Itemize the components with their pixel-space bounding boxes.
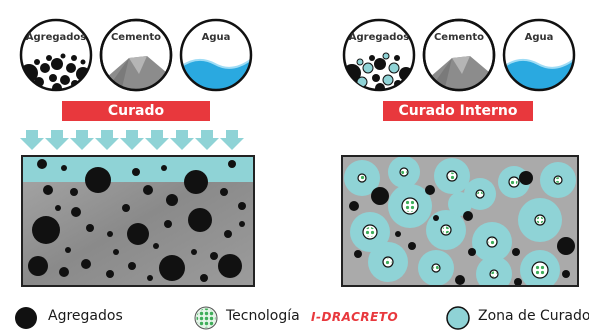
aggregates-label: Agregados: [25, 32, 87, 43]
internal-curing-diagram: [341, 155, 579, 287]
technology-particles: [357, 167, 563, 279]
aggregate-particles-internal: [349, 171, 575, 286]
water-label-internal: Agua: [524, 32, 554, 43]
cement-circle-internal: Cemento: [422, 18, 496, 92]
water-circle-internal: Agua: [502, 18, 576, 92]
legend-cure-zone: Zona de Curado: [446, 306, 589, 330]
cement-illustration-internal: [422, 18, 496, 92]
legend-aggregates-label: Agregados: [48, 308, 123, 324]
technology-swatch-icon: [194, 306, 218, 330]
legend-technology: Tecnología I-DRACRETO: [194, 306, 398, 330]
water-circle: Agua: [179, 18, 253, 92]
legend-cure-zone-label: Zona de Curado: [478, 308, 589, 324]
cement-illustration: [99, 18, 173, 92]
aggregate-swatch-icon: [15, 307, 37, 329]
internal-curing-banner: Curado Interno: [383, 101, 533, 121]
cure-zone-swatch-icon: [446, 306, 470, 330]
water-illustration-internal: [502, 18, 576, 92]
aggregates-circle: Agregados: [19, 18, 93, 92]
water-label: Agua: [201, 32, 231, 43]
aggregates-illustration: [19, 18, 93, 92]
conventional-curing-diagram: [20, 130, 255, 287]
cement-circle: Cemento: [99, 18, 173, 92]
legend-technology-label: Tecnología: [226, 308, 300, 324]
cement-label-internal: Cemento: [433, 32, 485, 43]
water-arrows: [20, 130, 244, 150]
brand-name: I-DRACRETO: [311, 310, 399, 324]
aggregate-particles: [28, 159, 246, 282]
aggregates-with-technology-illustration: [342, 18, 416, 92]
cure-zones: [344, 156, 576, 286]
conventional-curing-banner: Curado Convencional: [62, 101, 210, 139]
aggregates-label-internal: Agregados: [348, 32, 410, 43]
water-illustration: [179, 18, 253, 92]
aggregates-circle-internal: Agregados: [342, 18, 416, 92]
cement-label: Cemento: [110, 32, 162, 43]
legend-aggregates: Agregados: [14, 306, 154, 330]
